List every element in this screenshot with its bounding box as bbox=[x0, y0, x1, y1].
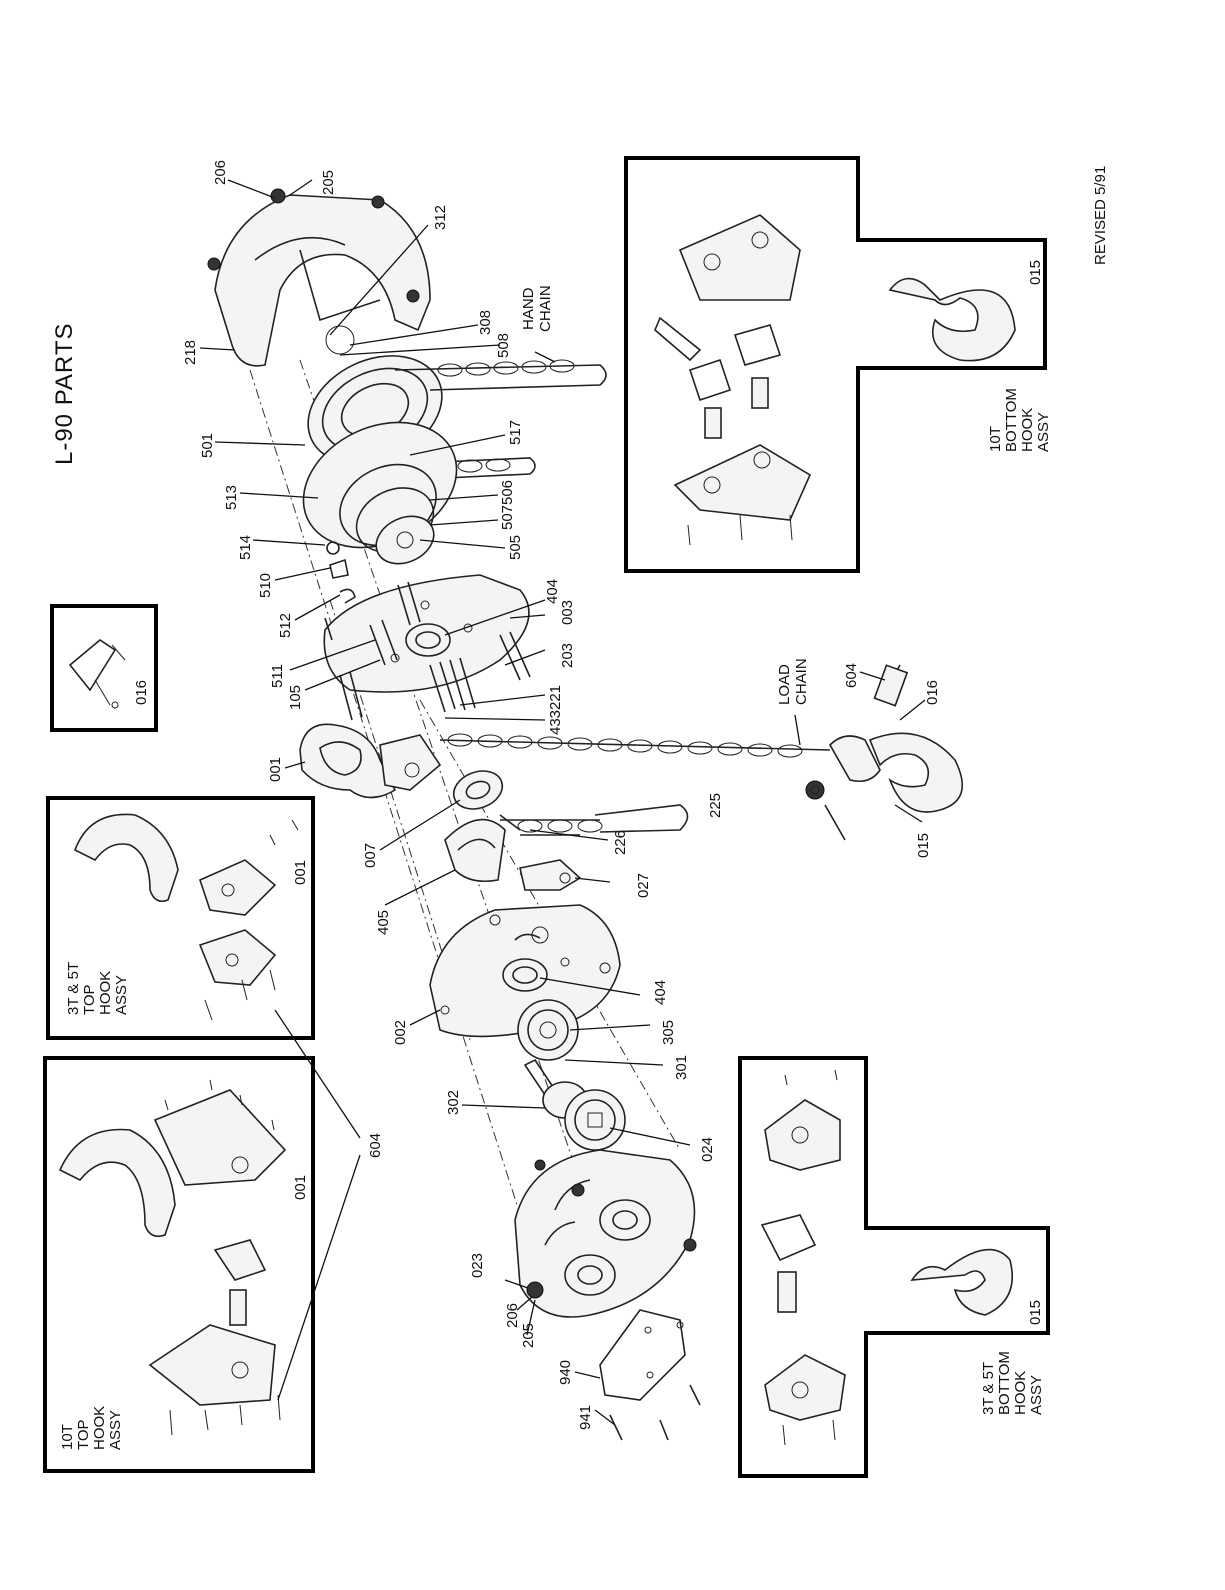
callout-433: 433 bbox=[547, 710, 564, 735]
inset-3t5t-top-caption-3: HOOK bbox=[97, 971, 114, 1015]
inset-10t-bottom-hook-detail bbox=[654, 214, 1016, 546]
gear-housing bbox=[514, 1149, 697, 1318]
callout-016-main: 016 bbox=[924, 680, 941, 705]
inset-3t5t-top-caption-4: ASSY bbox=[113, 975, 130, 1015]
small-pawl-parts bbox=[326, 541, 356, 604]
callout-225: 225 bbox=[707, 793, 724, 818]
callout-024: 024 bbox=[699, 1137, 716, 1162]
cover-plate bbox=[599, 1309, 701, 1441]
callout-203: 203 bbox=[559, 643, 576, 668]
inset-3t5t-top-caption-1: 3T & 5T bbox=[65, 962, 82, 1015]
callout-002: 002 bbox=[392, 1020, 409, 1045]
callout-604-main: 604 bbox=[843, 663, 860, 688]
callout-001-main: 001 bbox=[267, 757, 284, 782]
load-chain-label-2: CHAIN bbox=[793, 658, 810, 705]
inset-10t-top-caption-2: TOP bbox=[75, 1419, 92, 1450]
inset-10t-bottom-caption-1: 10T bbox=[987, 426, 1004, 452]
callout-007: 007 bbox=[362, 843, 379, 868]
callout-506: 506 bbox=[499, 480, 516, 505]
callout-510: 510 bbox=[257, 573, 274, 598]
inset-10t-top-caption-3: HOOK bbox=[91, 1406, 108, 1450]
callout-205-top: 205 bbox=[320, 170, 337, 195]
inset-3t5t-bottom-part-015: 015 bbox=[1027, 1300, 1044, 1325]
bottom-hook-main bbox=[805, 664, 964, 841]
inset-3t5t-top-hook-frame bbox=[46, 796, 315, 1040]
revision-note: REVISED 5/91 bbox=[1092, 166, 1109, 265]
callout-514: 514 bbox=[237, 535, 254, 560]
inset-3t5t-bottom-caption-3: HOOK bbox=[1012, 1371, 1029, 1415]
inset-3t5t-bottom-caption-2: BOTTOM bbox=[996, 1351, 1013, 1415]
callout-206-top: 206 bbox=[212, 160, 229, 185]
callout-023: 023 bbox=[469, 1253, 486, 1278]
callout-508: 508 bbox=[495, 333, 512, 358]
callout-226: 226 bbox=[612, 830, 629, 855]
inset-3t5t-top-hook-detail bbox=[73, 813, 299, 1021]
gear-train bbox=[517, 999, 626, 1151]
shafts-and-pins bbox=[324, 581, 531, 721]
inset-10t-top-caption-4: ASSY bbox=[107, 1410, 124, 1450]
callout-027: 027 bbox=[635, 873, 652, 898]
load-chain bbox=[439, 733, 831, 836]
inset-3t5t-top-caption-2: TOP bbox=[81, 984, 98, 1015]
callout-511: 511 bbox=[269, 664, 286, 688]
callout-302: 302 bbox=[445, 1090, 462, 1115]
callout-labels: 206 205 312 218 308 508 HAND CHAIN 501 5… bbox=[182, 160, 941, 1430]
callout-507: 507 bbox=[499, 505, 516, 530]
inset-3t5t-bottom-hook-frame bbox=[738, 1056, 1050, 1478]
upper-side-plate bbox=[323, 574, 530, 693]
hand-wheel-cover bbox=[207, 188, 431, 367]
callout-301: 301 bbox=[673, 1055, 690, 1080]
callout-221: 221 bbox=[547, 685, 564, 710]
hand-chain-label-1: HAND bbox=[520, 287, 537, 330]
page-title: L-90 PARTS bbox=[51, 322, 78, 465]
callout-513: 513 bbox=[223, 485, 240, 510]
top-hook-main bbox=[299, 723, 442, 799]
hand-chain bbox=[394, 359, 607, 479]
inset-10t-top-hook-detail bbox=[58, 1079, 287, 1436]
callout-517: 517 bbox=[507, 420, 524, 445]
callout-218: 218 bbox=[182, 340, 199, 365]
callout-003: 003 bbox=[559, 600, 576, 625]
inset-3t5t-bottom-caption-1: 3T & 5T bbox=[980, 1362, 997, 1415]
callout-105: 105 bbox=[287, 685, 304, 710]
inset-10t-bottom-caption-3: HOOK bbox=[1019, 408, 1036, 452]
inset-3t5t-top-part-001: 001 bbox=[292, 860, 309, 885]
inset-10t-bottom-part-015: 015 bbox=[1027, 260, 1044, 285]
callout-501: 501 bbox=[199, 433, 216, 458]
callout-205-bottom: 205 bbox=[520, 1323, 537, 1348]
callout-312: 312 bbox=[432, 205, 449, 230]
inset-10t-bottom-hook-frame bbox=[624, 156, 1047, 573]
hand-chain-label-2: CHAIN bbox=[537, 285, 554, 332]
inset-016-detail bbox=[68, 639, 126, 709]
inset-10t-top-caption-1: 10T bbox=[59, 1424, 76, 1450]
callout-305: 305 bbox=[660, 1020, 677, 1045]
lower-side-plate bbox=[429, 904, 621, 1038]
callout-604-inset: 604 bbox=[367, 1133, 384, 1158]
inset-10t-top-hook-frame bbox=[43, 1056, 315, 1473]
inset-10t-top-part-001: 001 bbox=[292, 1175, 309, 1200]
callout-404-lower: 404 bbox=[652, 980, 669, 1005]
inset-016-number: 016 bbox=[133, 680, 150, 705]
callout-405: 405 bbox=[375, 910, 392, 935]
callout-512: 512 bbox=[277, 613, 294, 638]
inset-captions: 016 3T & 5T TOP HOOK ASSY 001 10T TOP HO… bbox=[59, 260, 1052, 1450]
load-sheave-assembly bbox=[444, 770, 582, 891]
inset-10t-bottom-caption-2: BOTTOM bbox=[1003, 388, 1020, 452]
callout-941: 941 bbox=[577, 1405, 594, 1430]
leader-lines bbox=[199, 179, 926, 1426]
inset-016-frame bbox=[50, 604, 158, 732]
inset-3t5t-bottom-hook-detail bbox=[760, 1069, 1014, 1446]
callout-940: 940 bbox=[557, 1360, 574, 1385]
callout-505: 505 bbox=[507, 535, 524, 560]
callout-404-upper: 404 bbox=[544, 579, 561, 604]
inset-10t-bottom-caption-4: ASSY bbox=[1035, 412, 1052, 452]
callout-015-main: 015 bbox=[915, 833, 932, 858]
inset-3t5t-bottom-caption-4: ASSY bbox=[1028, 1375, 1045, 1415]
load-chain-label-1: LOAD bbox=[776, 664, 793, 705]
callout-308: 308 bbox=[477, 310, 494, 335]
callout-206-bottom: 206 bbox=[504, 1303, 521, 1328]
